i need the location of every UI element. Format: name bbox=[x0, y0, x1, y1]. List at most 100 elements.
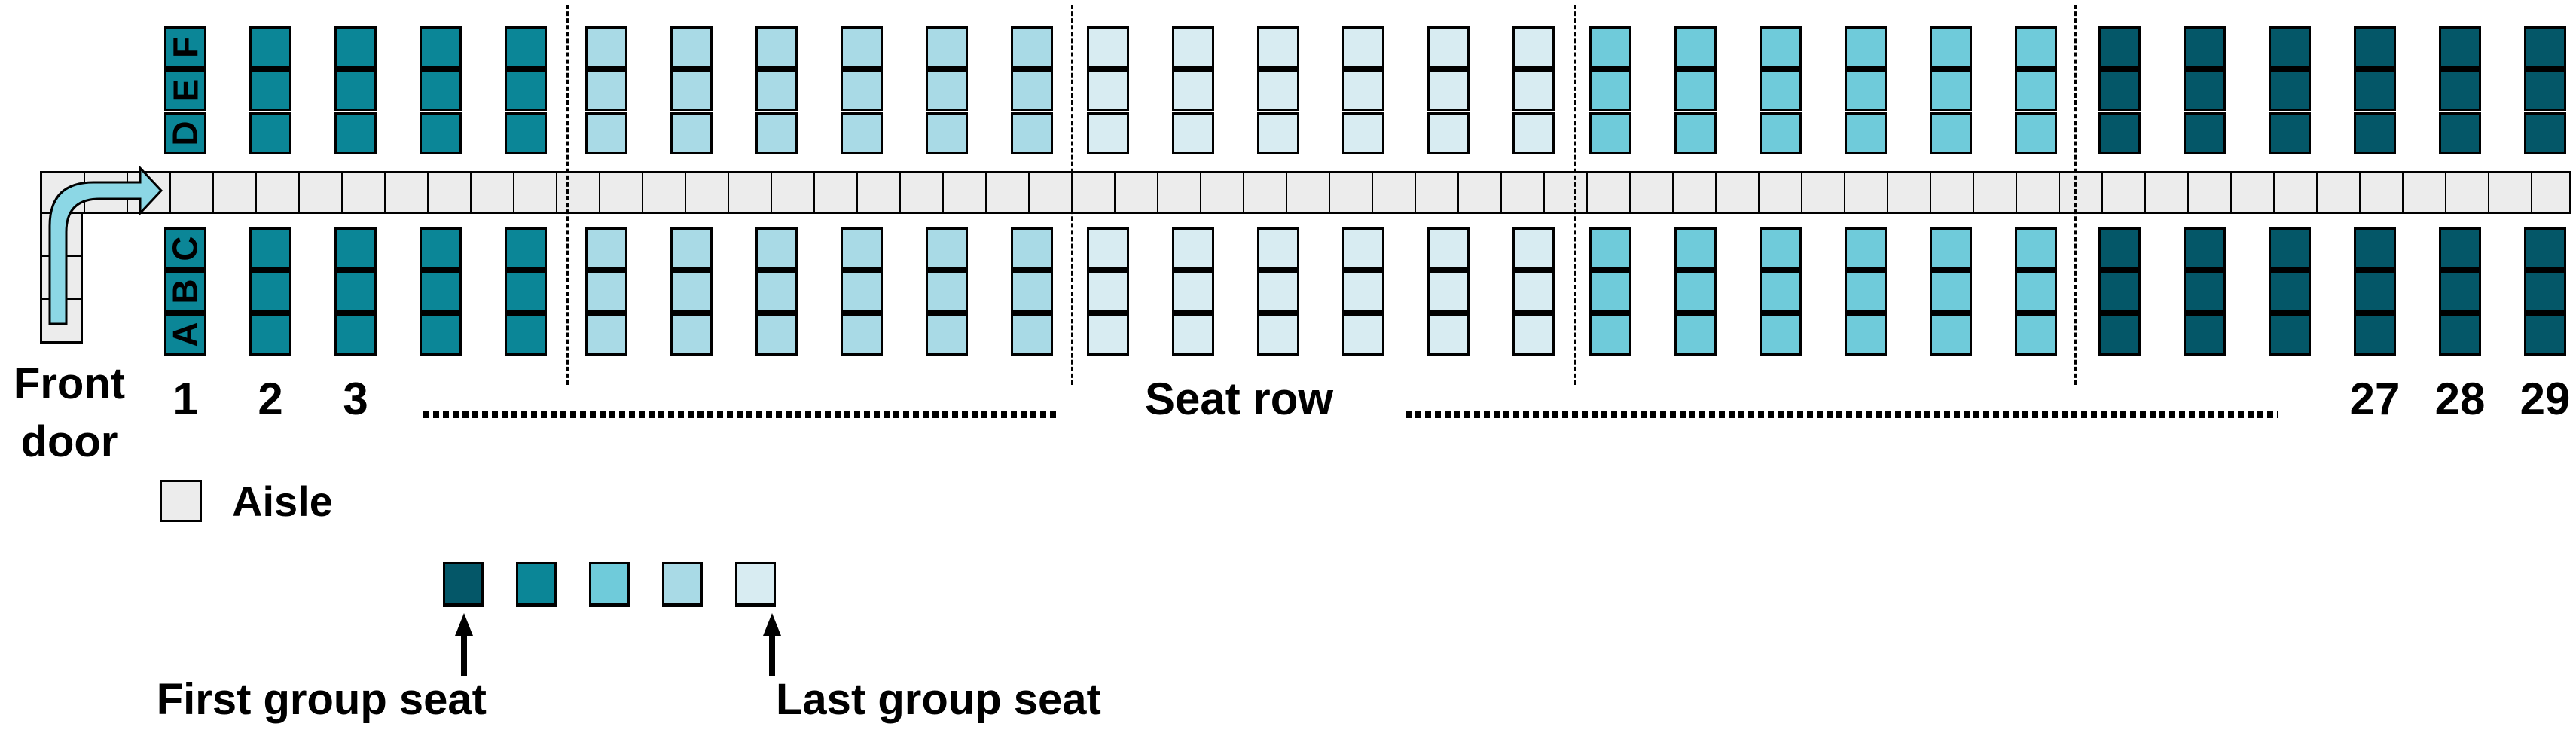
seat-26C bbox=[2269, 227, 2311, 270]
seat-column-row6-bottom bbox=[585, 227, 627, 356]
seat-2E bbox=[249, 69, 291, 111]
seat-2C bbox=[249, 227, 291, 270]
aisle-cell bbox=[1287, 173, 1330, 212]
seat-17A bbox=[1512, 313, 1555, 356]
seat-18B bbox=[1589, 270, 1631, 313]
seat-18A bbox=[1589, 313, 1631, 356]
aisle-cell bbox=[815, 173, 858, 212]
aisle-cell bbox=[2361, 173, 2404, 212]
aisle-cell bbox=[2404, 173, 2446, 212]
seat-29F bbox=[2524, 26, 2566, 69]
aisle-strip bbox=[40, 171, 2571, 214]
row-number-label-29: 29 bbox=[2520, 374, 2571, 424]
boarding-direction-arrow-path bbox=[48, 165, 163, 325]
seat-column-row24-bottom bbox=[2098, 227, 2141, 356]
seat-27B bbox=[2354, 270, 2396, 313]
seat-column-row26-bottom bbox=[2269, 227, 2311, 356]
aisle-cell bbox=[214, 173, 257, 212]
seat-1D: D bbox=[164, 112, 206, 154]
seat-1C: C bbox=[164, 227, 206, 270]
seat-17E bbox=[1512, 69, 1555, 111]
aisle-cell bbox=[858, 173, 901, 212]
seat-14E bbox=[1257, 69, 1299, 111]
seat-18C bbox=[1589, 227, 1631, 270]
seat-column-row29-top bbox=[2524, 26, 2566, 154]
seat-14A bbox=[1257, 313, 1299, 356]
seat-4E bbox=[420, 69, 462, 111]
row-number-label-27: 27 bbox=[2349, 374, 2401, 424]
seat-column-row27-top bbox=[2354, 26, 2396, 154]
seat-8D bbox=[755, 112, 798, 154]
aisle-cell bbox=[643, 173, 686, 212]
seat-8A bbox=[755, 313, 798, 356]
seat-1E: E bbox=[164, 69, 206, 111]
aisle-cell bbox=[1073, 173, 1116, 212]
seat-column-row9-top bbox=[841, 26, 883, 154]
aisle-cell bbox=[1674, 173, 1717, 212]
seat-7E bbox=[670, 69, 713, 111]
legend-swatch-row bbox=[443, 562, 776, 607]
seat-2B bbox=[249, 270, 291, 313]
seat-24B bbox=[2098, 270, 2141, 313]
seat-20F bbox=[1760, 26, 1802, 69]
seat-column-row18-bottom bbox=[1589, 227, 1631, 356]
seat-28A bbox=[2439, 313, 2481, 356]
seat-column-row16-top bbox=[1427, 26, 1470, 154]
seat-10A bbox=[926, 313, 968, 356]
seat-9C bbox=[841, 227, 883, 270]
seat-15C bbox=[1342, 227, 1384, 270]
seat-26A bbox=[2269, 313, 2311, 356]
seat-12C bbox=[1087, 227, 1129, 270]
aisle-cell bbox=[1717, 173, 1760, 212]
seat-28F bbox=[2439, 26, 2481, 69]
seat-10D bbox=[926, 112, 968, 154]
legend-swatch-group-4 bbox=[662, 562, 703, 607]
seat-letter-B: B bbox=[165, 279, 205, 304]
seat-16C bbox=[1427, 227, 1470, 270]
seat-17B bbox=[1512, 270, 1555, 313]
seat-column-row15-bottom bbox=[1342, 227, 1384, 356]
seat-column-row18-top bbox=[1589, 26, 1631, 154]
aisle-cell bbox=[557, 173, 600, 212]
seat-column-row16-bottom bbox=[1427, 227, 1470, 356]
seat-column-row8-bottom bbox=[755, 227, 798, 356]
group-separator bbox=[1071, 5, 1073, 385]
seat-9D bbox=[841, 112, 883, 154]
seat-19F bbox=[1674, 26, 1717, 69]
seat-26F bbox=[2269, 26, 2311, 69]
row-number-label-2: 2 bbox=[258, 374, 283, 424]
seat-letter-D: D bbox=[165, 121, 205, 146]
aisle-cell bbox=[2275, 173, 2318, 212]
seat-column-row11-top bbox=[1011, 26, 1053, 154]
seat-12A bbox=[1087, 313, 1129, 356]
seat-column-row19-top bbox=[1674, 26, 1717, 154]
seat-9B bbox=[841, 270, 883, 313]
aisle-cell bbox=[1244, 173, 1287, 212]
seat-column-row8-top bbox=[755, 26, 798, 154]
aisle-cell bbox=[901, 173, 944, 212]
seat-15F bbox=[1342, 26, 1384, 69]
seat-5F bbox=[505, 26, 547, 69]
seat-24E bbox=[2098, 69, 2141, 111]
aisle-cell bbox=[1030, 173, 1073, 212]
seat-7C bbox=[670, 227, 713, 270]
aisle-cell bbox=[1974, 173, 2017, 212]
seat-2A bbox=[249, 313, 291, 356]
seat-15E bbox=[1342, 69, 1384, 111]
aisle-cell bbox=[2532, 173, 2569, 212]
group-separator bbox=[1574, 5, 1576, 385]
seat-22B bbox=[1930, 270, 1972, 313]
seat-column-row10-bottom bbox=[926, 227, 968, 356]
legend-swatch-group-1 bbox=[443, 562, 484, 607]
seat-column-row14-bottom bbox=[1257, 227, 1299, 356]
aisle-cell bbox=[2103, 173, 2146, 212]
seat-19E bbox=[1674, 69, 1717, 111]
seat-5E bbox=[505, 69, 547, 111]
aisle-cell bbox=[1330, 173, 1373, 212]
seat-letter-C: C bbox=[165, 236, 205, 261]
seat-column-row12-bottom bbox=[1087, 227, 1129, 356]
seat-14D bbox=[1257, 112, 1299, 154]
aisle-cell bbox=[944, 173, 987, 212]
seat-6E bbox=[585, 69, 627, 111]
